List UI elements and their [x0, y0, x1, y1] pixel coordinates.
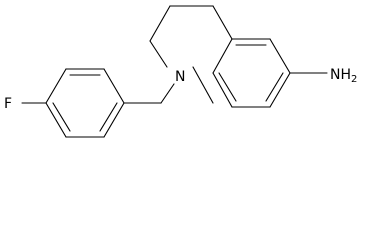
- methylene-linker: [123, 83, 175, 104]
- nitrogen-label: N: [175, 69, 185, 85]
- amine-label: NH2: [330, 67, 357, 85]
- saturated-ring: [149, 5, 233, 104]
- fluorine-label: F: [4, 96, 12, 112]
- fluorophenyl-ring: [45, 68, 125, 138]
- aromatic-ring: [212, 38, 291, 108]
- structure-diagram: F N NH2: [4, 5, 357, 138]
- amine-subscript: 2: [351, 74, 357, 85]
- amine-nh: NH: [330, 67, 351, 83]
